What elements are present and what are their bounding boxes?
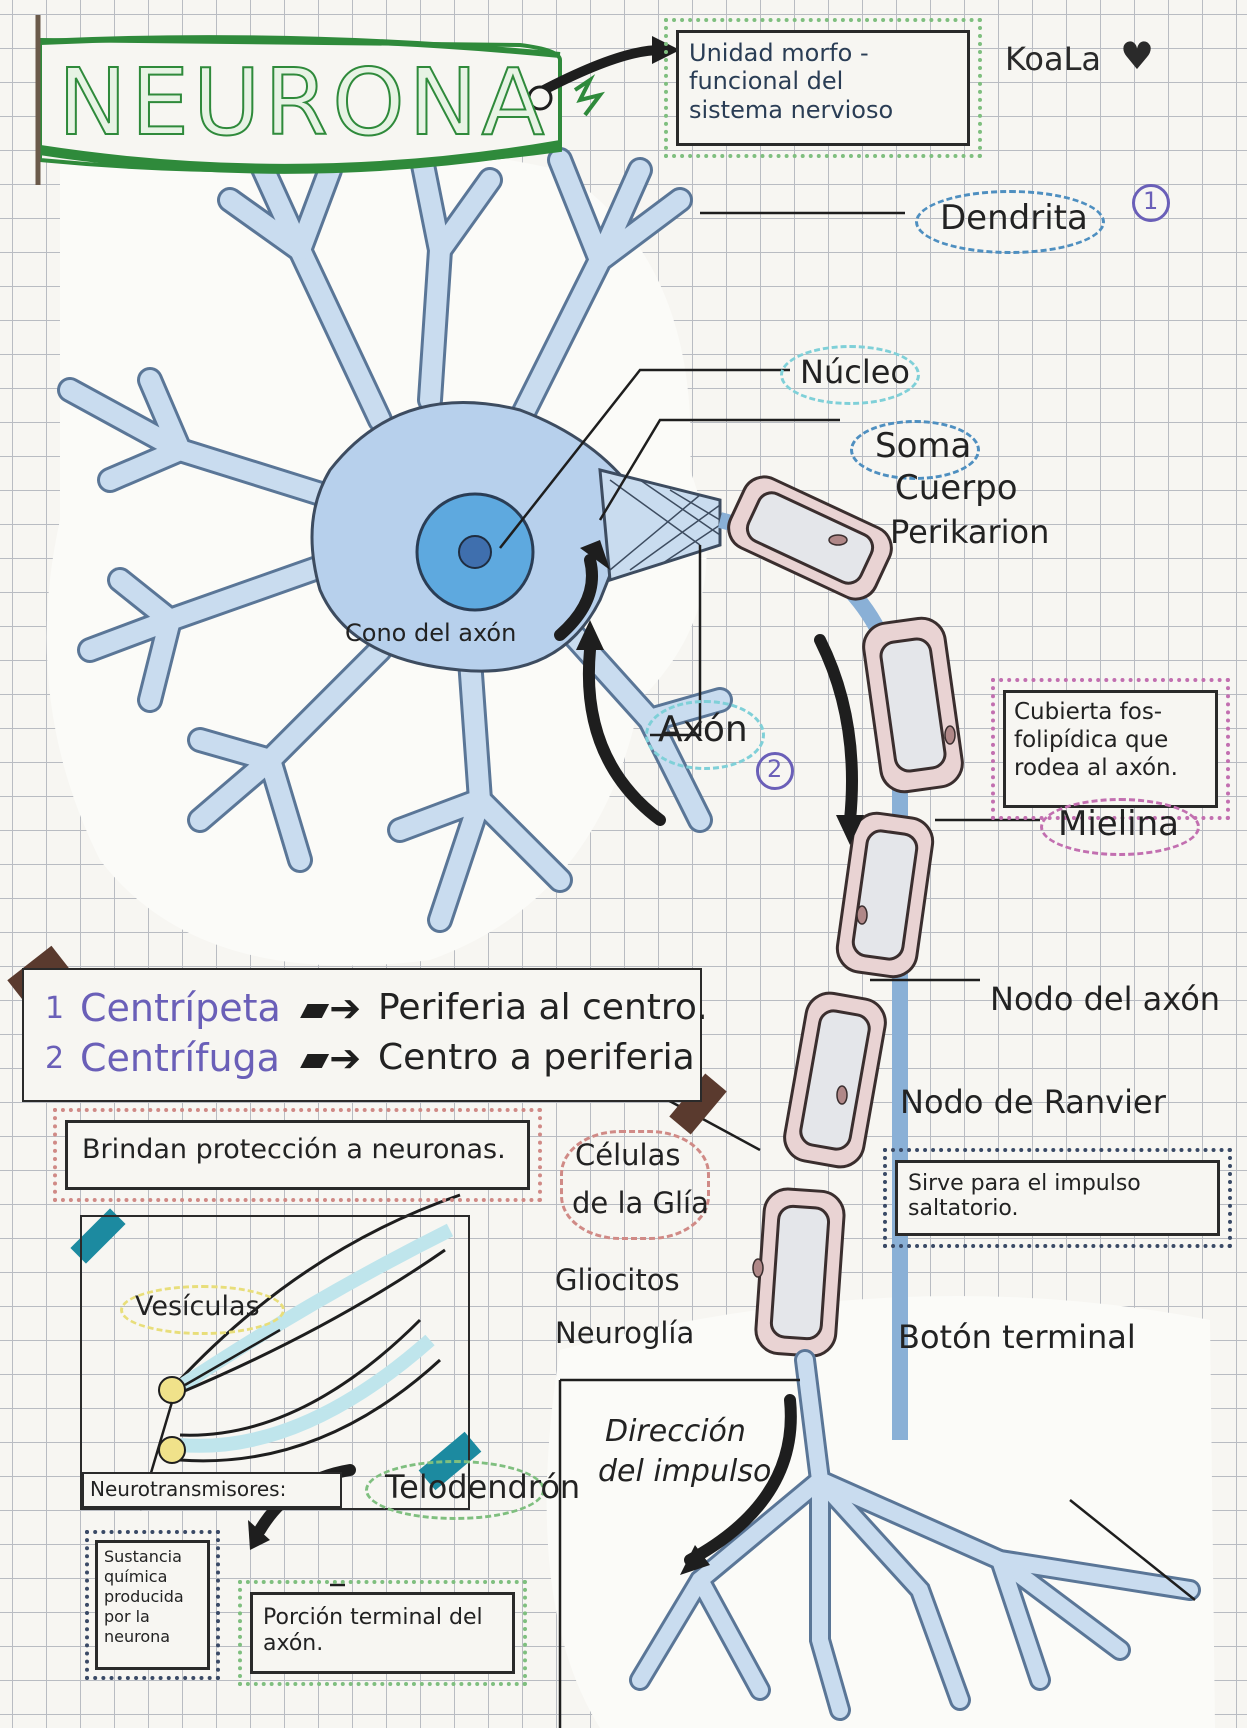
legend-c1-number: 1: [45, 992, 64, 1025]
legend-c2-desc: Centro a periferia: [378, 1038, 695, 1078]
label-boton-terminal: Botón terminal: [898, 1320, 1136, 1355]
label-nodo-axon: Nodo del axón: [990, 982, 1220, 1017]
mielina-def-line-3: rodea al axón.: [1014, 754, 1207, 782]
legend-c2-number: 2: [45, 1042, 64, 1075]
mielina-definition-box: Cubierta fos- folipídica que rodea al ax…: [1003, 690, 1218, 808]
dendrita-number-text: 1: [1143, 188, 1158, 214]
definition-box: Unidad morfo - funcional del sistema ner…: [676, 30, 970, 146]
glia-def-text: Brindan protección a neuronas.: [82, 1135, 513, 1165]
definition-line-2: funcional del: [689, 67, 957, 95]
label-soma: Soma: [875, 428, 971, 465]
ranvier-def-line-1: Sirve para el impulso: [908, 1171, 1207, 1196]
neurotrans-def-4: por la: [104, 1607, 201, 1627]
label-neurotransmisores: Neurotransmisores:: [90, 1478, 334, 1500]
legend-c2-term: Centrífuga: [80, 1038, 280, 1080]
ranvier-definition-box: Sirve para el impulso saltatorio.: [895, 1160, 1220, 1236]
label-cono-axon: Cono del axón: [345, 620, 516, 646]
telodendron-def-2: axón.: [263, 1631, 502, 1657]
nucleolus: [459, 536, 491, 568]
label-cuerpo: Cuerpo: [895, 470, 1018, 507]
telodendron-definition-box: Porción terminal del axón.: [250, 1592, 515, 1674]
label-neuroglia: Neuroglía: [555, 1318, 694, 1350]
neurotrans-definition-box: Sustancia química producida por la neuro…: [95, 1540, 210, 1670]
legend-c1-desc: Periferia al centro.: [378, 988, 708, 1028]
definition-line-3: sistema nervioso: [689, 96, 957, 124]
legend-c1-arrow-icon: ▰➔: [300, 988, 361, 1030]
neurotransmisores-box: Neurotransmisores:: [82, 1472, 342, 1508]
telodendron-def-1: Porción terminal del: [263, 1605, 502, 1631]
glia-definition-box: Brindan protección a neuronas.: [65, 1120, 530, 1190]
label-de-la-glia: de la Glía: [572, 1188, 709, 1220]
heart-icon: ♥: [1120, 36, 1154, 78]
neurotrans-def-5: neurona: [104, 1627, 201, 1647]
neurotrans-def-2: química: [104, 1567, 201, 1587]
label-nucleo: Núcleo: [800, 355, 910, 390]
axon-number-text: 2: [767, 756, 782, 782]
label-perikarion: Perikarion: [890, 515, 1049, 550]
label-telodendron: Telodendrón: [385, 1470, 580, 1505]
ranvier-def-line-2: saltatorio.: [908, 1196, 1207, 1221]
neurotrans-def-1: Sustancia: [104, 1547, 201, 1567]
mielina-def-line-1: Cubierta fos-: [1014, 698, 1207, 726]
definition-line-1: Unidad morfo -: [689, 39, 957, 67]
label-mielina: Mielina: [1058, 806, 1179, 843]
label-vesiculas: Vesículas: [135, 1292, 260, 1322]
neurotrans-def-3: producida: [104, 1587, 201, 1607]
label-gliocitos: Gliocitos: [555, 1265, 680, 1297]
label-direccion-1: Dirección: [605, 1415, 746, 1448]
label-axon: Axón: [658, 710, 748, 750]
legend-c2-arrow-icon: ▰➔: [300, 1038, 361, 1080]
label-direccion-2: del impulso: [598, 1455, 771, 1488]
label-dendrita: Dendrita: [940, 200, 1088, 237]
page-title: NEURONA: [58, 52, 548, 153]
mielina-def-line-2: folipídica que: [1014, 726, 1207, 754]
label-nodo-ranvier: Nodo de Ranvier: [900, 1085, 1166, 1120]
label-celulas: Células: [575, 1140, 680, 1172]
author-signature: KoaLa: [1005, 42, 1101, 77]
legend-c1-term: Centrípeta: [80, 988, 281, 1030]
